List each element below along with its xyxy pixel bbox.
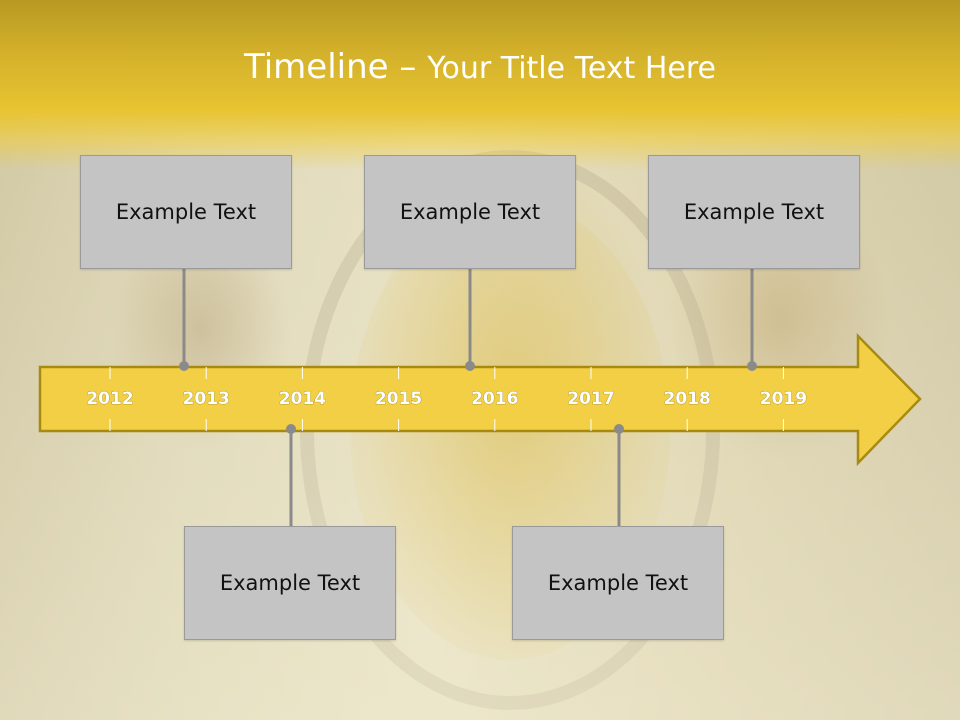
event-box-2[interactable]: Example Text: [364, 155, 576, 269]
connector-dot-3: [747, 361, 757, 371]
event-box-1-text: Example Text: [115, 200, 257, 224]
year-label-2013: 2013: [183, 389, 230, 409]
event-box-5-text: Example Text: [547, 571, 689, 595]
event-box-1[interactable]: Example Text: [80, 155, 292, 269]
connector-dot-5: [614, 424, 624, 434]
connector-dot-4: [286, 424, 296, 434]
title-band: [0, 0, 960, 170]
connector-lines: [182, 269, 754, 526]
event-box-3-text: Example Text: [683, 200, 825, 224]
title-subtitle: Your Title Text Here: [427, 51, 716, 86]
timeline-arrow: [38, 332, 922, 467]
year-label-2018: 2018: [664, 389, 711, 409]
year-label-2015: 2015: [375, 389, 422, 409]
event-box-3[interactable]: Example Text: [648, 155, 860, 269]
event-box-4[interactable]: Example Text: [184, 526, 396, 640]
connector-dot-2: [465, 361, 475, 371]
connector-dot-1: [179, 361, 189, 371]
title-dash: –: [388, 47, 428, 87]
connector-dots: [179, 361, 757, 434]
title-main: Timeline: [244, 47, 389, 87]
year-labels: 2012 2013 2014 2015 2016 2017 2018 2019: [86, 389, 807, 410]
slide-title: Timeline – Your Title Text Here: [0, 44, 960, 92]
event-box-4-text: Example Text: [219, 571, 361, 595]
event-box-2-text: Example Text: [399, 200, 541, 224]
year-label-2012: 2012: [86, 389, 133, 409]
year-label-2017: 2017: [567, 389, 614, 409]
year-label-2016: 2016: [471, 389, 518, 409]
year-label-2014: 2014: [279, 389, 326, 409]
year-label-2019: 2019: [760, 389, 807, 409]
year-ticks: [109, 367, 784, 431]
event-box-5[interactable]: Example Text: [512, 526, 724, 640]
